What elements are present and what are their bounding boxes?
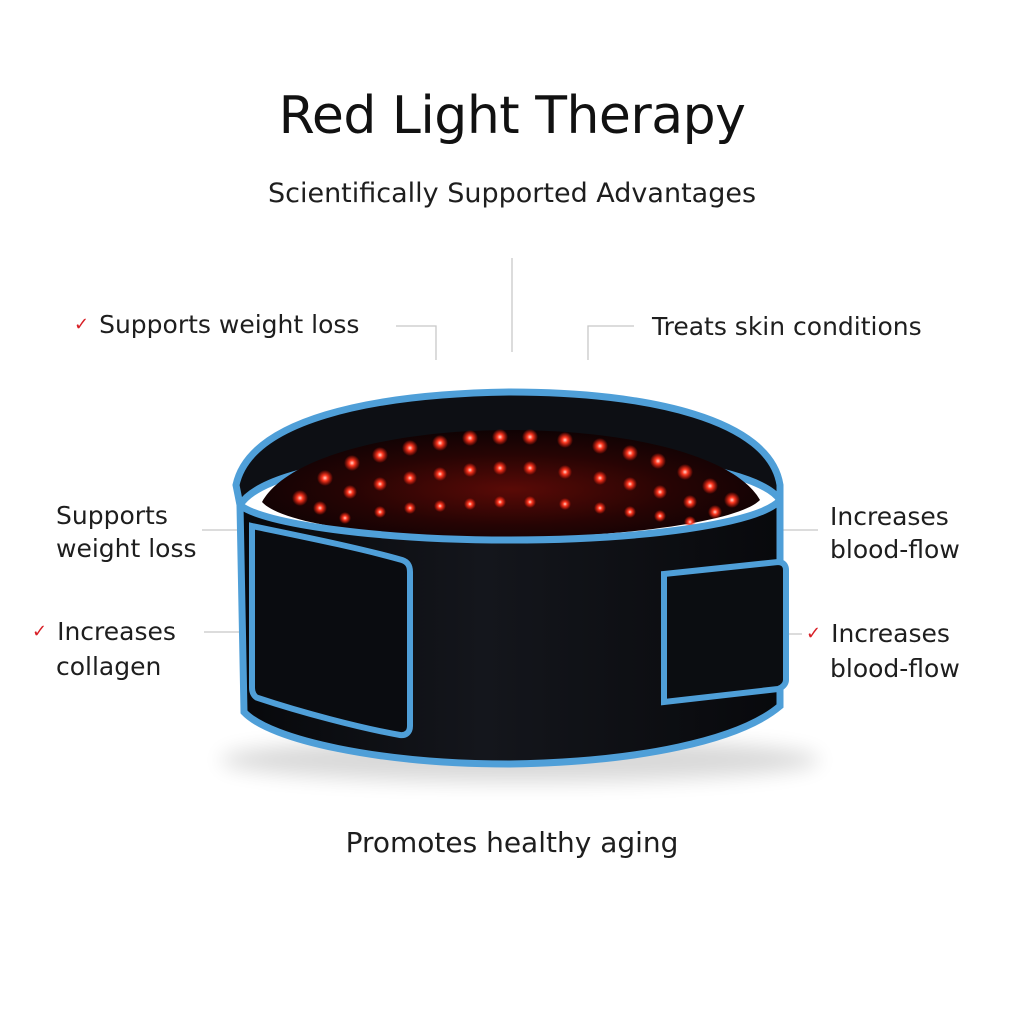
benefit-line: Supports xyxy=(56,501,168,530)
benefit-mid-right: Increases blood-flow xyxy=(830,500,960,566)
top-right-leader-line xyxy=(587,325,634,360)
benefit-text: Treats skin conditions xyxy=(652,312,922,341)
benefit-low-left: ✓ Increases collagen xyxy=(32,615,176,683)
benefit-line: weight loss xyxy=(56,534,197,563)
checkmark-icon: ✓ xyxy=(806,622,822,644)
benefit-line: blood-flow xyxy=(830,653,960,683)
benefit-mid-left: Supports weight loss xyxy=(56,499,197,565)
benefit-top-left: ✓ Supports weight loss xyxy=(74,308,359,343)
benefit-line: Increases xyxy=(57,617,176,646)
benefit-line: collagen xyxy=(56,651,162,681)
bottom-caption: Promotes healthy aging xyxy=(345,826,679,859)
belt-velcro-flap xyxy=(249,522,413,739)
benefit-low-right: ✓ Increases blood-flow xyxy=(806,617,960,685)
top-left-leader-line xyxy=(396,325,437,360)
checkmark-icon: ✓ xyxy=(74,313,90,335)
benefit-line: blood-flow xyxy=(830,535,960,564)
led-array xyxy=(292,429,740,528)
belt-side-strap xyxy=(661,558,789,706)
page-title: Red Light Therapy xyxy=(278,86,746,146)
benefit-top-right: Treats skin conditions xyxy=(652,310,922,343)
benefit-text: Supports weight loss xyxy=(99,310,360,339)
benefit-line: Increases xyxy=(830,502,949,531)
page-subtitle: Scientifically Supported Advantages xyxy=(267,178,757,209)
checkmark-icon: ✓ xyxy=(32,620,48,642)
benefit-line: Increases xyxy=(831,619,950,648)
